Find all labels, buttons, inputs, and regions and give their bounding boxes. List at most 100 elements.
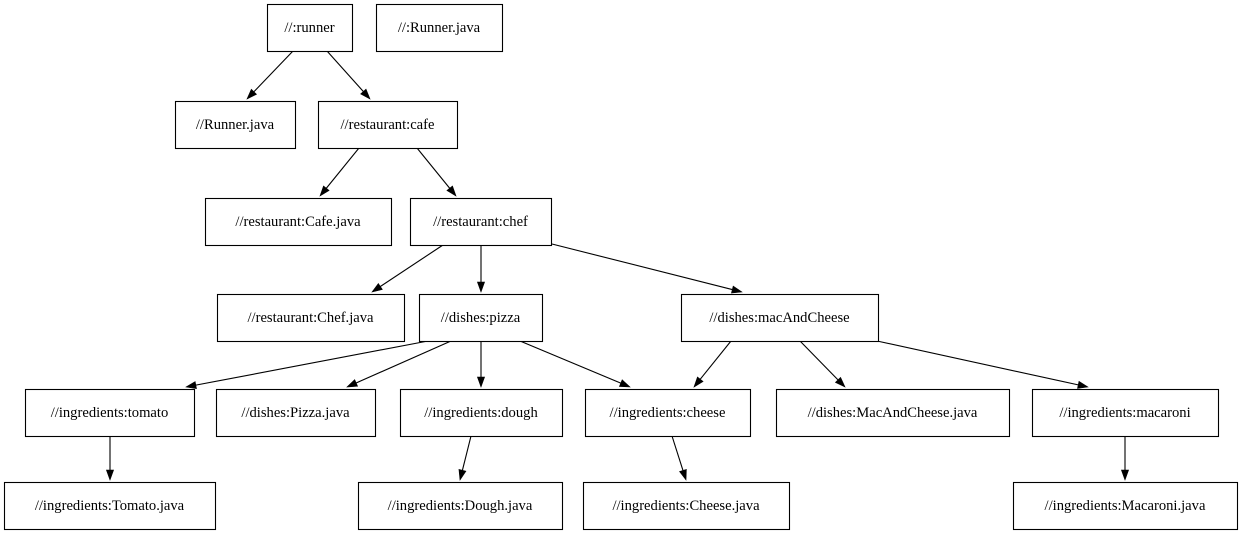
graph-edge bbox=[476, 245, 486, 293]
node-box[interactable] bbox=[584, 388, 752, 438]
edge-arrowhead-icon bbox=[1077, 380, 1089, 389]
graph-edge bbox=[476, 341, 486, 388]
graph-edge bbox=[346, 340, 452, 388]
graph-edge bbox=[371, 244, 444, 293]
edge-line bbox=[355, 340, 452, 384]
edge-arrowhead-icon bbox=[679, 468, 687, 481]
edge-arrowhead-icon bbox=[105, 469, 115, 481]
graph-node-tomato_java[interactable]: //ingredients:Tomato.java bbox=[3, 481, 217, 531]
edge-line bbox=[461, 435, 472, 471]
graph-edge bbox=[416, 147, 457, 197]
node-label: //ingredients:Cheese.java bbox=[612, 498, 760, 514]
graph-node-cafe_java[interactable]: //restaurant:Cafe.java bbox=[204, 197, 393, 247]
node-box[interactable] bbox=[418, 293, 544, 343]
graph-node-macaroni_java[interactable]: //ingredients:Macaroni.java bbox=[1012, 481, 1239, 531]
graph-node-ing_tomato[interactable]: //ingredients:tomato bbox=[24, 388, 196, 438]
edge-arrowhead-icon bbox=[360, 88, 371, 100]
node-label: //ingredients:Macaroni.java bbox=[1045, 498, 1206, 514]
node-box[interactable] bbox=[216, 293, 406, 343]
graph-node-runner[interactable]: //:runner bbox=[266, 3, 354, 53]
edge-arrowhead-icon bbox=[246, 88, 258, 100]
edge-line bbox=[380, 244, 444, 287]
node-box[interactable] bbox=[680, 293, 880, 343]
edge-arrowhead-icon bbox=[618, 379, 631, 388]
node-box[interactable] bbox=[409, 197, 553, 247]
graph-node-restaurant_cafe[interactable]: //restaurant:cafe bbox=[317, 100, 459, 150]
edge-line bbox=[195, 340, 429, 386]
node-box[interactable] bbox=[399, 388, 564, 438]
graph-node-dough_java[interactable]: //ingredients:Dough.java bbox=[357, 481, 564, 531]
graph-node-dishes_pizza[interactable]: //dishes:pizza bbox=[418, 293, 544, 343]
edge-line bbox=[699, 340, 732, 380]
edge-arrowhead-icon bbox=[476, 281, 486, 293]
node-box[interactable] bbox=[317, 100, 459, 150]
edge-arrowhead-icon bbox=[1120, 469, 1130, 481]
node-label: //Runner.java bbox=[196, 117, 275, 133]
edge-arrowhead-icon bbox=[693, 376, 704, 388]
node-box[interactable] bbox=[1012, 481, 1239, 531]
node-label: //:Runner.java bbox=[398, 20, 481, 36]
node-label: //dishes:Pizza.java bbox=[241, 405, 350, 421]
graph-edge bbox=[876, 340, 1089, 389]
graph-edge bbox=[799, 340, 846, 388]
node-box[interactable] bbox=[266, 3, 354, 53]
edge-arrowhead-icon bbox=[458, 469, 467, 481]
node-box[interactable] bbox=[1031, 388, 1220, 438]
node-label: //dishes:MacAndCheese.java bbox=[808, 405, 978, 421]
node-box[interactable] bbox=[3, 481, 217, 531]
edge-line bbox=[253, 50, 294, 93]
graph-node-dishes_mac[interactable]: //dishes:macAndCheese bbox=[680, 293, 880, 343]
node-label: //restaurant:Cafe.java bbox=[235, 214, 361, 230]
edge-line bbox=[876, 340, 1079, 386]
edges-layer bbox=[105, 50, 1130, 481]
graph-edge bbox=[185, 340, 429, 390]
graph-node-mac_java[interactable]: //dishes:MacAndCheese.java bbox=[775, 388, 1011, 438]
edge-line bbox=[519, 340, 621, 384]
node-box[interactable] bbox=[174, 100, 297, 150]
node-label: //restaurant:cafe bbox=[341, 117, 435, 133]
graph-node-ing_macaroni[interactable]: //ingredients:macaroni bbox=[1031, 388, 1220, 438]
node-label: //ingredients:dough bbox=[424, 405, 538, 421]
node-label: //ingredients:tomato bbox=[51, 405, 169, 421]
edge-arrowhead-icon bbox=[731, 285, 743, 294]
node-label: //:runner bbox=[284, 20, 334, 36]
graph-edge bbox=[519, 340, 631, 388]
graph-node-runner_java_root[interactable]: //:Runner.java bbox=[375, 3, 504, 53]
edge-arrowhead-icon bbox=[371, 282, 383, 293]
graph-node-ing_dough[interactable]: //ingredients:dough bbox=[399, 388, 564, 438]
node-box[interactable] bbox=[775, 388, 1011, 438]
node-box[interactable] bbox=[582, 481, 791, 531]
node-label: //ingredients:macaroni bbox=[1059, 405, 1190, 421]
graph-node-restaurant_chef[interactable]: //restaurant:chef bbox=[409, 197, 553, 247]
edge-arrowhead-icon bbox=[319, 185, 330, 197]
edge-arrowhead-icon bbox=[446, 185, 457, 197]
node-box[interactable] bbox=[215, 388, 377, 438]
graph-node-runner_java[interactable]: //Runner.java bbox=[174, 100, 297, 150]
graph-edge bbox=[458, 435, 472, 481]
node-label: //ingredients:Tomato.java bbox=[35, 498, 185, 514]
node-label: //dishes:pizza bbox=[441, 310, 521, 326]
graph-node-ing_cheese[interactable]: //ingredients:cheese bbox=[584, 388, 752, 438]
graph-edge bbox=[671, 435, 687, 481]
edge-arrowhead-icon bbox=[476, 376, 486, 388]
node-box[interactable] bbox=[375, 3, 504, 53]
edge-line bbox=[799, 340, 839, 381]
graph-node-chef_java[interactable]: //restaurant:Chef.java bbox=[216, 293, 406, 343]
graph-edge bbox=[319, 147, 360, 197]
node-label: //ingredients:Dough.java bbox=[388, 498, 533, 514]
graph-node-cheese_java[interactable]: //ingredients:Cheese.java bbox=[582, 481, 791, 531]
node-box[interactable] bbox=[204, 197, 393, 247]
node-box[interactable] bbox=[24, 388, 196, 438]
edge-line bbox=[551, 243, 733, 291]
node-box[interactable] bbox=[357, 481, 564, 531]
edge-line bbox=[325, 147, 360, 189]
graph-edge bbox=[326, 50, 371, 100]
graph-node-pizza_java[interactable]: //dishes:Pizza.java bbox=[215, 388, 377, 438]
node-label: //ingredients:cheese bbox=[610, 405, 726, 421]
edge-arrowhead-icon bbox=[834, 376, 846, 388]
node-label: //restaurant:chef bbox=[433, 214, 528, 230]
graph-edge bbox=[246, 50, 294, 100]
edge-arrowhead-icon bbox=[185, 381, 197, 390]
